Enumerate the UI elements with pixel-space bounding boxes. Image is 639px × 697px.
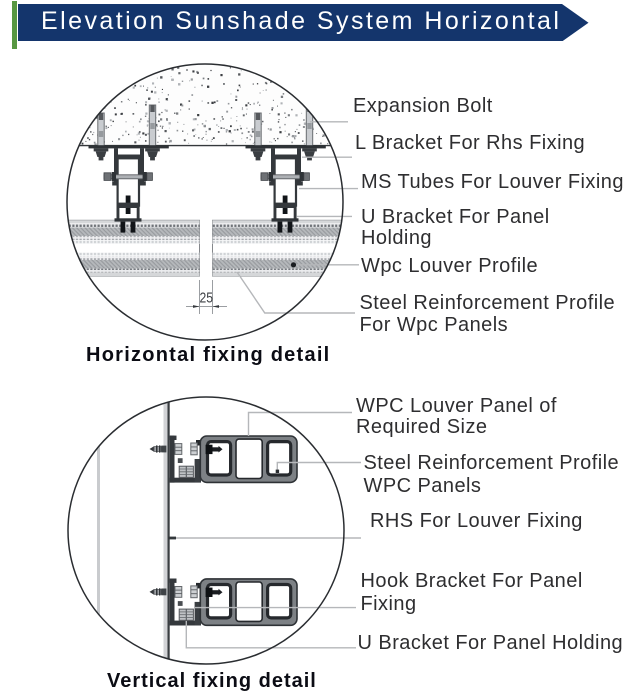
svg-text:25: 25	[200, 290, 214, 307]
